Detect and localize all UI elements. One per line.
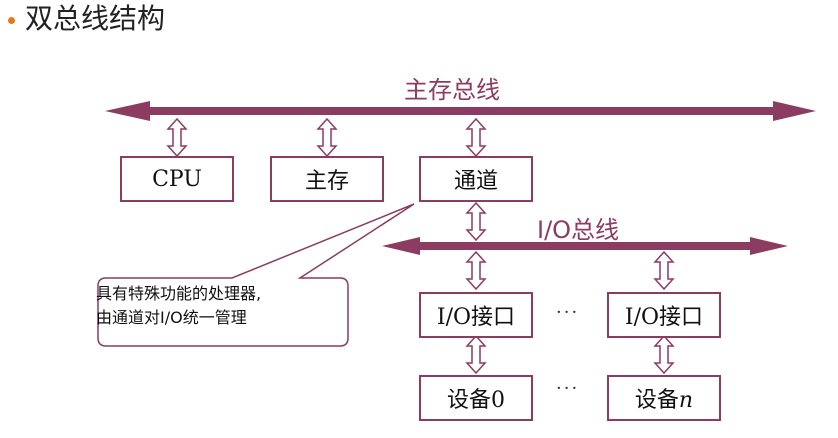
io-port-label-1: I/O接口 — [436, 305, 516, 330]
channel-iobus-connector — [465, 201, 487, 242]
main-bus-label: 主存总线 — [404, 76, 500, 104]
ioportn-bus-connector — [653, 250, 675, 291]
cpu-box: CPU — [120, 156, 234, 202]
slide-title: 双总线结构 — [25, 2, 166, 35]
main-bus-arrow — [105, 101, 816, 121]
memory-bus-connector — [316, 117, 338, 158]
memory-box: 主存 — [270, 156, 384, 202]
channel-bus-connector — [465, 117, 487, 158]
io-port-box-n: I/O接口 — [607, 292, 721, 338]
io-bus-arrow — [382, 237, 788, 255]
device-label-n-prefix: 设备 — [634, 388, 679, 413]
ports-ellipsis: ··· — [556, 302, 580, 323]
device-box-0: 设备0 — [419, 375, 533, 421]
cpu-label: CPU — [152, 166, 202, 192]
cpu-bus-connector — [166, 117, 188, 158]
io-bus-label: I/O总线 — [537, 216, 620, 244]
ioport1-bus-connector — [465, 250, 487, 291]
devicen-connector — [653, 334, 675, 375]
bullet-dot — [8, 16, 15, 24]
callout-bubble — [97, 203, 415, 347]
callout-line-2: 由通道对I/O统一管理 — [96, 308, 247, 327]
callout-text: 具有特殊功能的处理器, 由通道对I/O统一管理 — [96, 282, 261, 330]
device-label-0: 设备0 — [447, 388, 505, 413]
devices-ellipsis: ··· — [556, 378, 580, 399]
device-label-n: 设备n — [635, 382, 693, 414]
channel-box: 通道 — [419, 156, 533, 202]
device0-connector — [465, 334, 487, 375]
memory-label: 主存 — [304, 169, 349, 194]
slide-heading: 双总线结构 — [8, 0, 166, 35]
device-box-n: 设备n — [607, 375, 721, 421]
io-port-label-n: I/O接口 — [624, 305, 704, 330]
io-port-box-1: I/O接口 — [419, 292, 533, 338]
channel-label: 通道 — [453, 169, 498, 194]
device-label-n-suffix: n — [678, 388, 694, 413]
callout-line-1: 具有特殊功能的处理器, — [96, 284, 262, 303]
